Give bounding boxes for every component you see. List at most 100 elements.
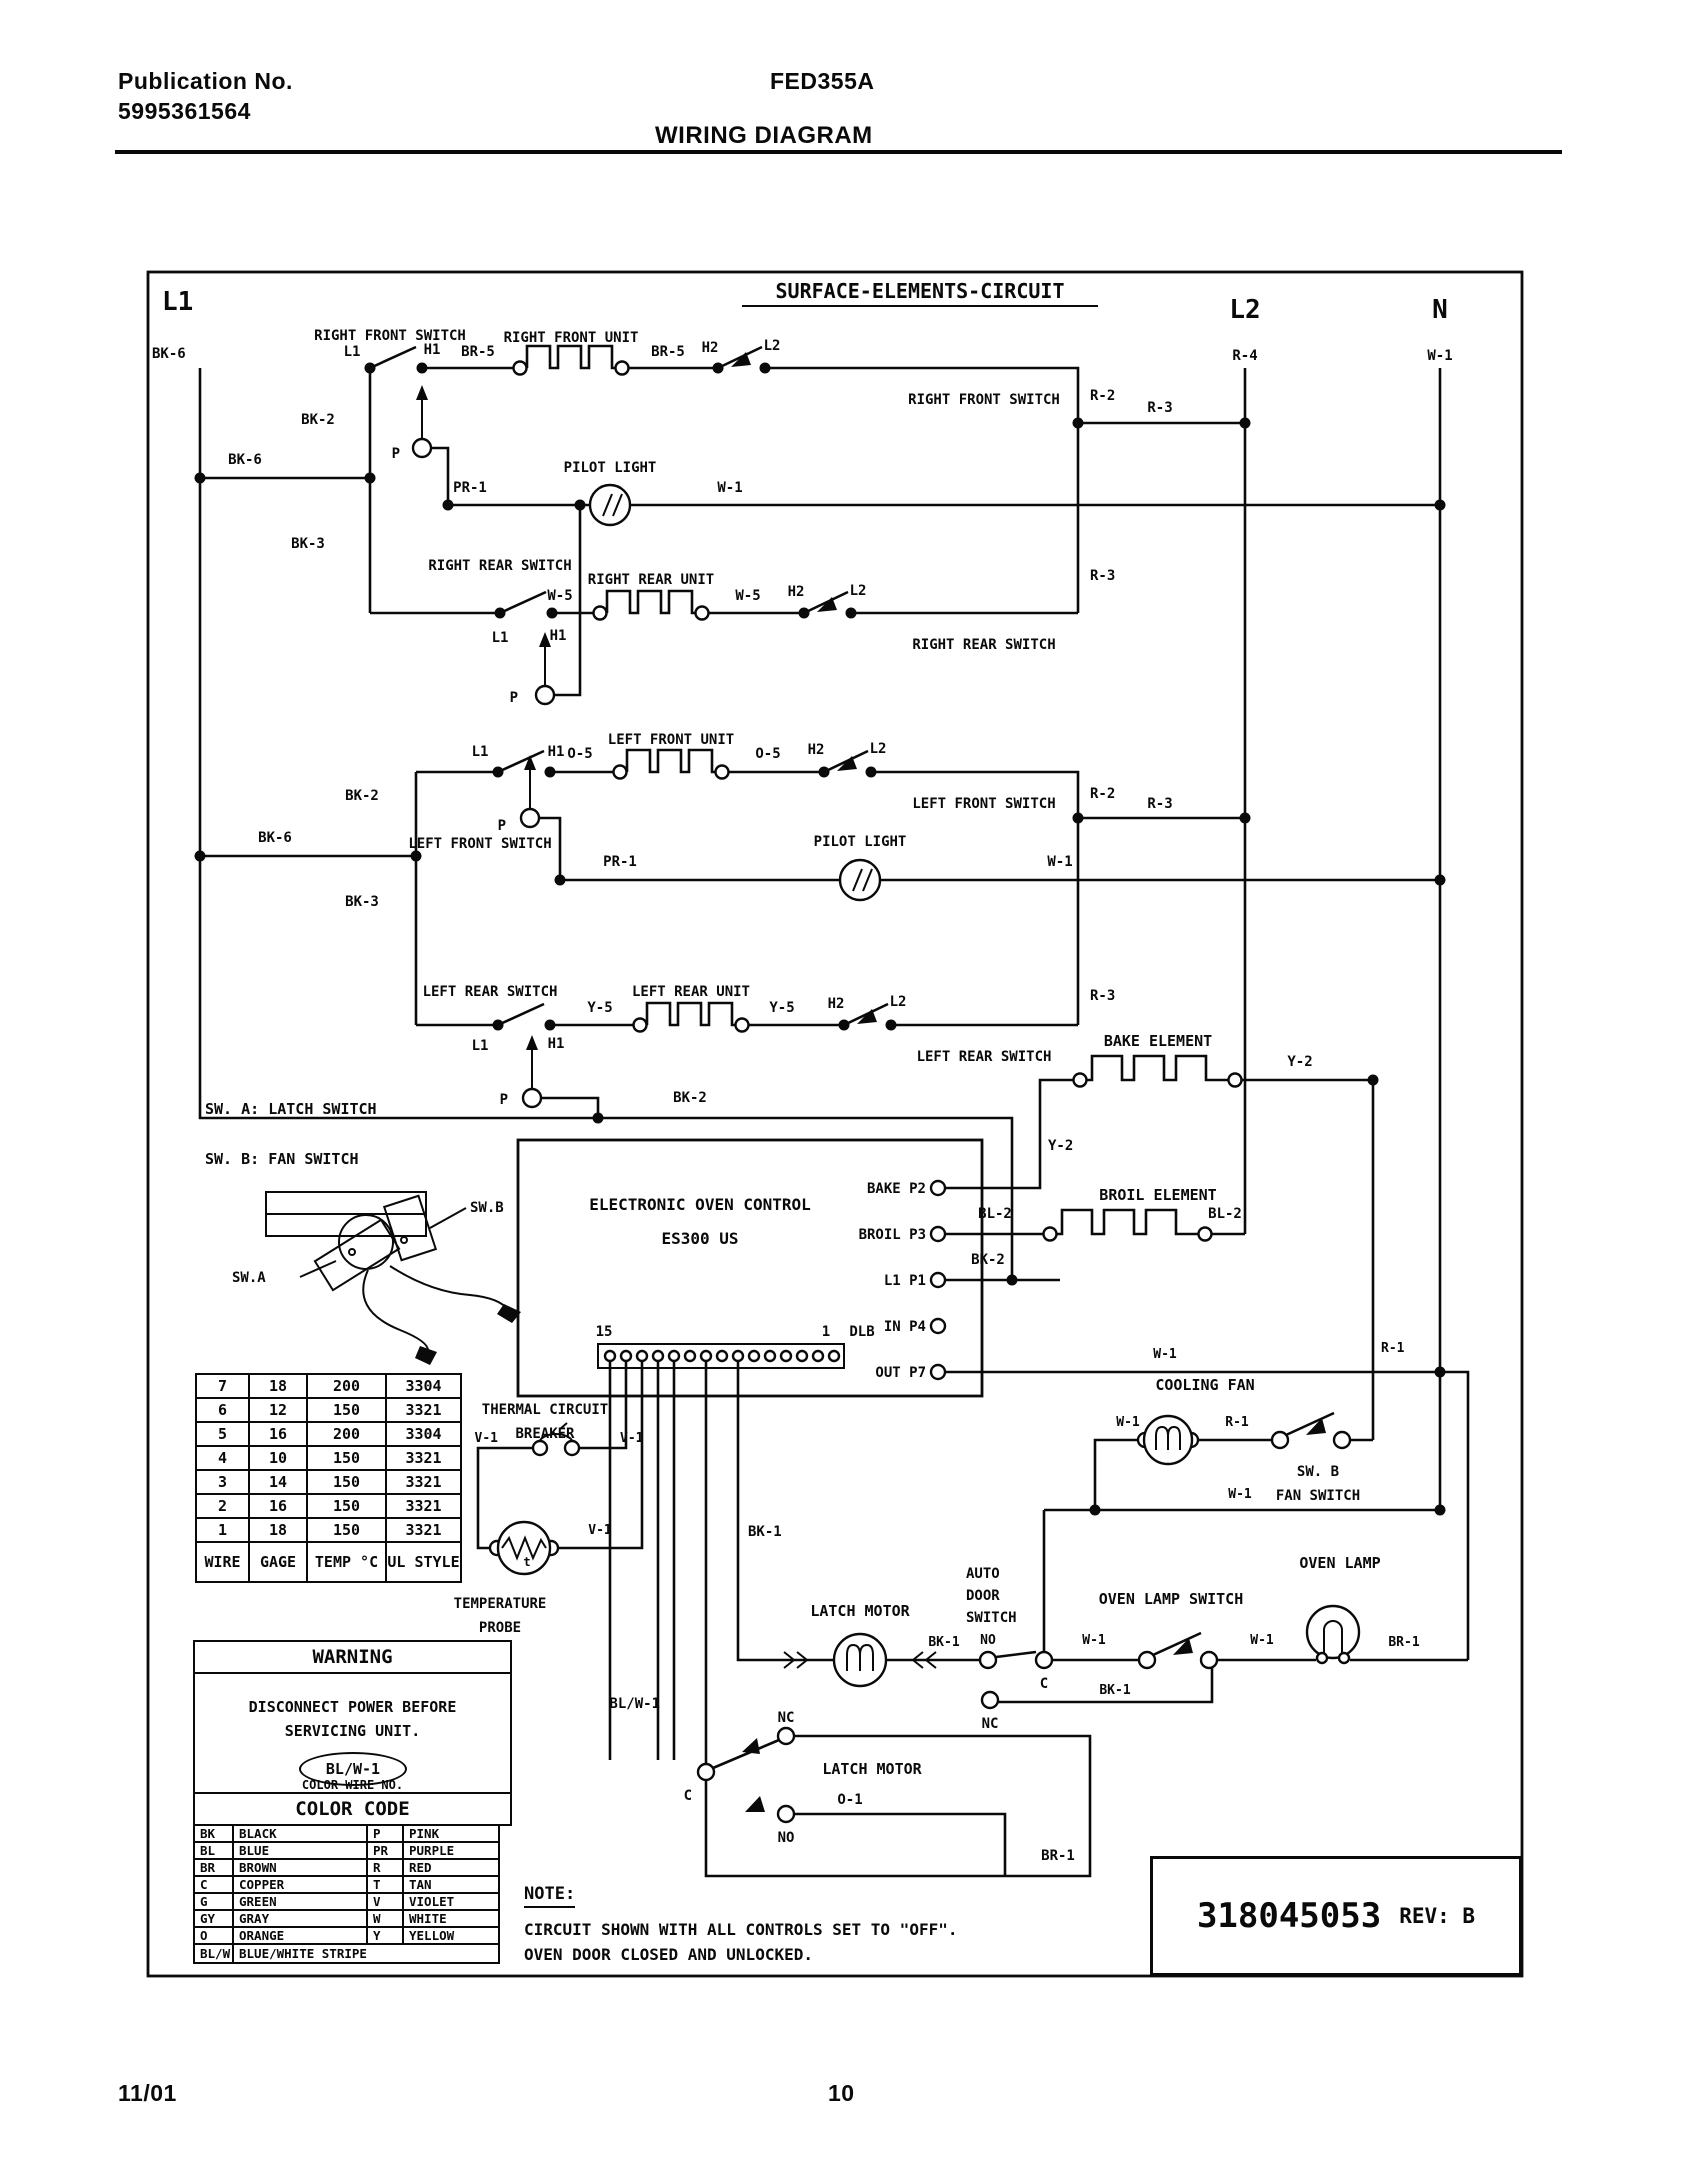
diagram-label: SW. B — [1297, 1464, 1339, 1480]
diagram-label: 1 — [822, 1324, 830, 1340]
diagram-label: R-3 — [1147, 400, 1172, 416]
cooling-fan — [1093, 1414, 1373, 1510]
diagram-label: L2 — [890, 994, 907, 1010]
diagram-label: OVEN LAMP SWITCH — [1099, 1590, 1244, 1608]
diagram-label: LATCH MOTOR — [822, 1760, 922, 1778]
left-rear-p-terminal — [521, 1033, 543, 1109]
diagram-label: IN P4 — [884, 1319, 926, 1335]
diagram-label: L1 — [472, 744, 489, 760]
table-cell: 18 — [250, 1519, 308, 1543]
connector-harness-wires — [558, 1362, 834, 1764]
diagram-label: LEFT REAR SWITCH — [917, 1049, 1052, 1065]
table-cell: 5 — [197, 1423, 250, 1447]
diagram-label: L2 — [1229, 295, 1260, 325]
diagram-label: BK-2 — [673, 1090, 707, 1106]
table-cell: 10 — [250, 1447, 308, 1471]
pilot-light-2 — [838, 858, 882, 902]
diagram-label: PILOT LIGHT — [814, 834, 907, 850]
bake-element-coil — [1072, 1054, 1243, 1088]
diagram-label: RIGHT FRONT UNIT — [504, 330, 639, 346]
table-cell: BLACK — [234, 1826, 368, 1843]
diagram-label: BL/W-1 — [609, 1696, 660, 1712]
diagram-label: Y-5 — [769, 1000, 794, 1016]
part-number: 318045053 — [1196, 1896, 1382, 1936]
diagram-label: BK-1 — [1099, 1683, 1130, 1698]
diagram-label: H1 — [550, 628, 567, 644]
diagram-label: L1 — [492, 630, 509, 646]
table-cell: 150 — [308, 1447, 387, 1471]
diagram-label: Y-2 — [1287, 1054, 1312, 1070]
left-front-unit-coil — [612, 748, 730, 780]
title-block: 318045053 REV: B — [1150, 1856, 1522, 1976]
diagram-label: BK-6 — [152, 346, 186, 362]
table-cell: 200 — [308, 1375, 387, 1399]
diagram-label: BK-2 — [345, 788, 379, 804]
publication-number: 5995361564 — [118, 98, 251, 124]
table-cell: VIOLET — [404, 1894, 498, 1911]
diagram-label: BK-6 — [258, 830, 292, 846]
diagram-label: PR-1 — [603, 854, 637, 870]
table-cell: BK — [195, 1826, 234, 1843]
diagram-label: NO — [778, 1830, 795, 1846]
table-cell: BL/W — [195, 1945, 234, 1962]
diagram-label: W-5 — [735, 588, 760, 604]
table-cell: 150 — [308, 1495, 387, 1519]
diagram-label: N — [1432, 295, 1448, 325]
diagram-label: W-1 — [1427, 348, 1452, 364]
diagram-label: AUTO — [966, 1566, 1000, 1582]
diagram-label: SWITCH — [966, 1610, 1017, 1626]
diagram-label: R-2 — [1090, 786, 1115, 802]
table-cell: BLUE — [234, 1843, 368, 1860]
electronic-oven-control — [516, 1138, 984, 1398]
table-cell: O — [195, 1928, 234, 1945]
diagram-label: C — [1040, 1676, 1048, 1692]
diagram-label: SURFACE-ELEMENTS-CIRCUIT — [776, 279, 1065, 303]
bake-element-circuit — [945, 1078, 1375, 1440]
warning-line1: DISCONNECT POWER BEFORE — [248, 1698, 457, 1716]
left-front-circuit — [200, 770, 1245, 1025]
l1-bus-and-bk2-run — [198, 368, 1014, 1280]
table-cell: 150 — [308, 1519, 387, 1543]
table-cell: BLUE/WHITE STRIPE — [239, 1946, 367, 1961]
warning-line2: SERVICING UNIT. — [284, 1722, 421, 1740]
table-cell: 12 — [250, 1399, 308, 1423]
revision: REV: B — [1399, 1904, 1476, 1928]
right-front-unit-coil — [512, 344, 630, 376]
diagram-label: O-5 — [567, 746, 592, 762]
diagram-label: NC — [778, 1710, 795, 1726]
right-rear-switch-h2 — [797, 590, 858, 620]
latch-motor — [783, 1632, 980, 1688]
diagram-label: P — [510, 690, 518, 706]
diagram-label: Y-5 — [587, 1000, 612, 1016]
warning-body: DISCONNECT POWER BEFORE SERVICING UNIT. … — [193, 1672, 512, 1794]
diagram-label: PR-1 — [453, 480, 487, 496]
color-wire-badge: BL/W-1 — [299, 1752, 407, 1786]
table-cell: 150 — [308, 1471, 387, 1495]
diagram-label: P — [392, 446, 400, 462]
oven-lamp-switch — [1137, 1631, 1219, 1670]
diagram-label: BK-3 — [291, 536, 325, 552]
diagram-label: W-1 — [717, 480, 742, 496]
diagram-label: LEFT FRONT UNIT — [608, 732, 734, 748]
table-cell: 200 — [308, 1423, 387, 1447]
broil-element-coil — [1042, 1208, 1213, 1242]
diagram-label: LEFT FRONT SWITCH — [408, 836, 551, 852]
w1-lamp-feed — [1042, 1508, 1440, 1652]
diagram-border — [146, 270, 1524, 1978]
diagram-label: SW.B — [470, 1200, 504, 1216]
diagram-label: BR-1 — [1388, 1635, 1419, 1650]
table-cell: 3304 — [387, 1423, 460, 1447]
diagram-label: L1 — [472, 1038, 489, 1054]
note-line1: CIRCUIT SHOWN WITH ALL CONTROLS SET TO "… — [524, 1920, 958, 1939]
right-rear-unit-coil — [592, 589, 710, 621]
table-cell: BL — [195, 1843, 234, 1860]
diagram-label: BK-2 — [971, 1252, 1005, 1268]
